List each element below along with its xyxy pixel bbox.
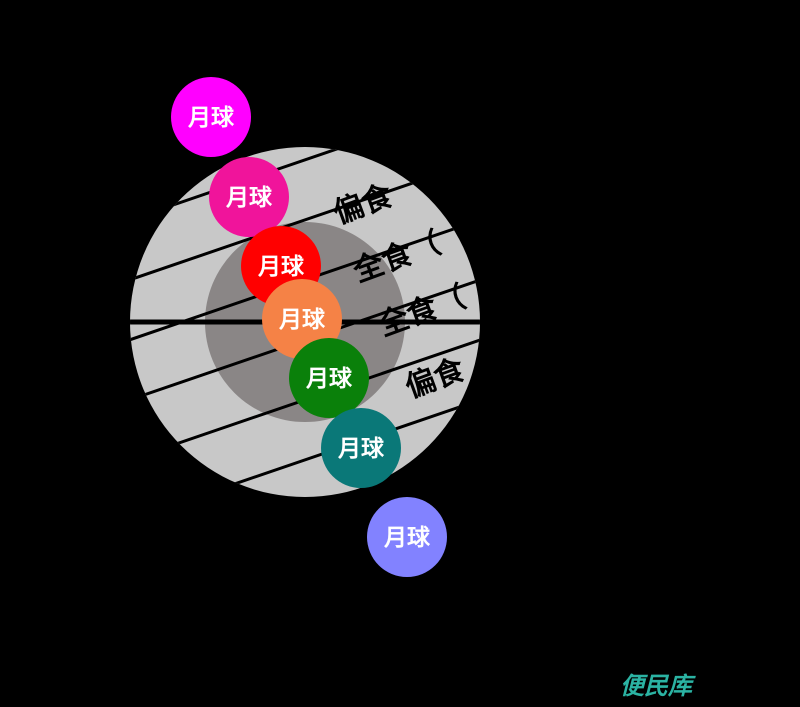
moon-label: 月球 xyxy=(225,185,273,211)
moon-label: 月球 xyxy=(337,436,385,462)
watermark: 便民库 xyxy=(620,672,696,700)
moon-2: 月球 xyxy=(209,157,289,237)
moon-disc xyxy=(171,77,251,157)
moon-disc xyxy=(289,338,369,418)
moon-label: 月球 xyxy=(278,307,326,333)
moon-label: 月球 xyxy=(257,254,305,280)
moon-5: 月球 xyxy=(289,338,369,418)
moon-disc xyxy=(367,497,447,577)
moon-disc xyxy=(209,157,289,237)
moon-label: 月球 xyxy=(383,525,431,551)
moon-label: 月球 xyxy=(305,366,353,392)
path-line xyxy=(130,398,480,497)
moon-7: 月球 xyxy=(367,497,447,577)
moon-disc xyxy=(321,408,401,488)
moon-label: 月球 xyxy=(187,105,235,131)
moon-1: 月球 xyxy=(171,77,251,157)
moon-6: 月球 xyxy=(321,408,401,488)
